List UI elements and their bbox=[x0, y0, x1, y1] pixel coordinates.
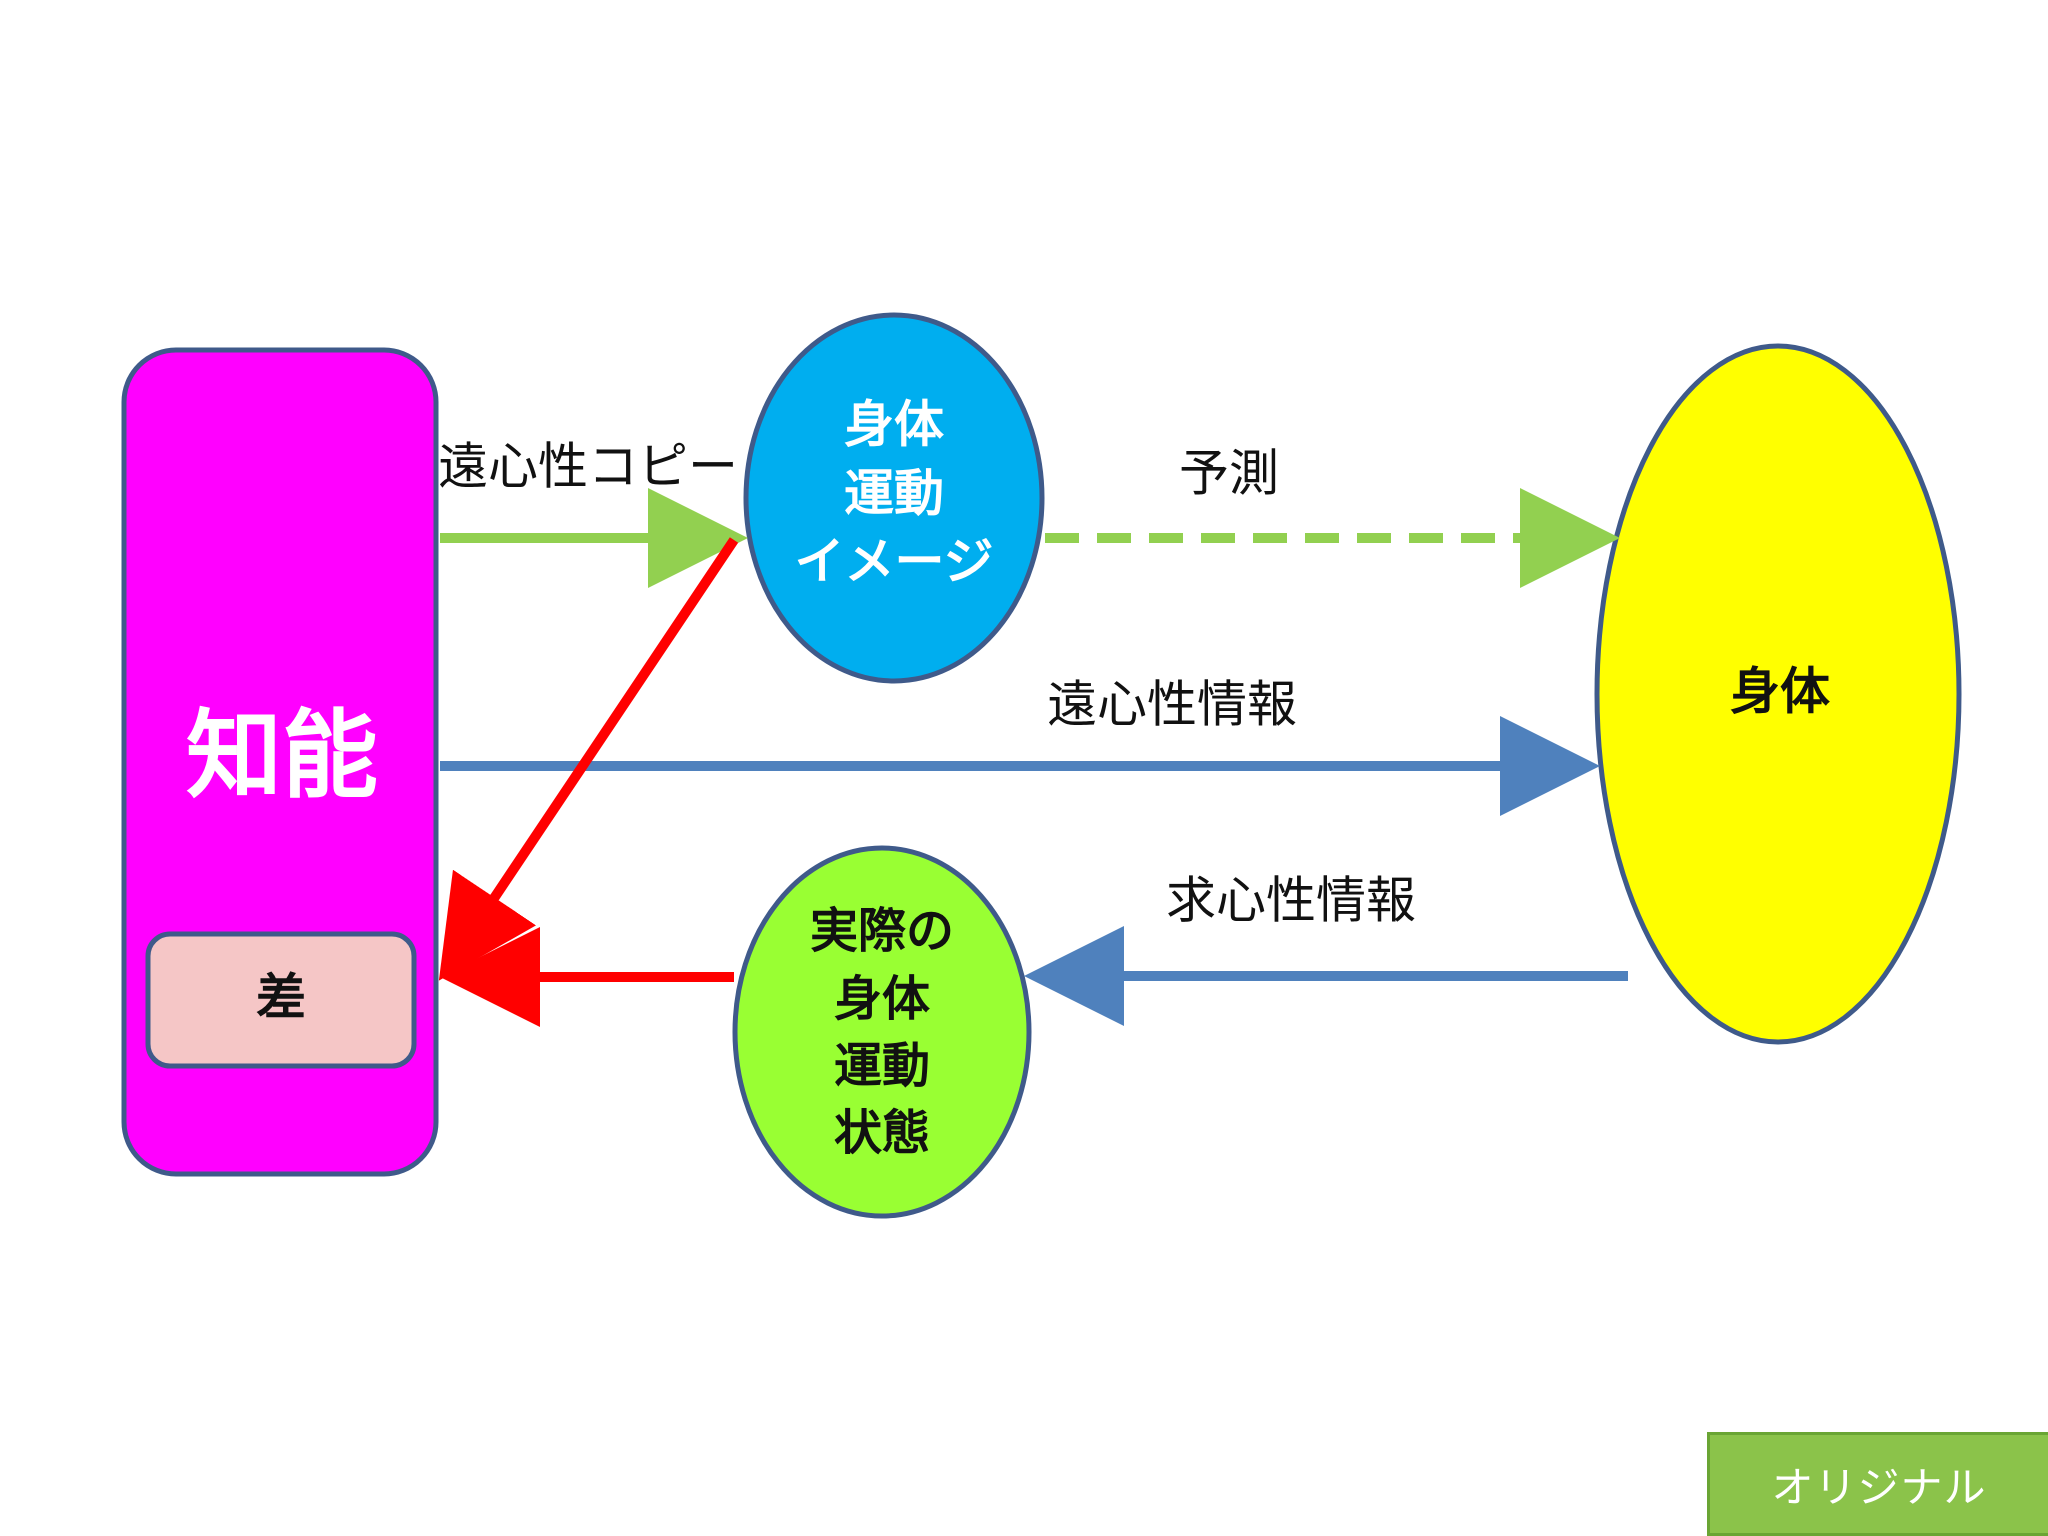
motor-image-label-line-1: 身体 bbox=[844, 396, 944, 454]
motor-image-to-difference-arrow bbox=[438, 537, 739, 981]
original-tag[interactable]: オリジナル bbox=[1707, 1432, 2048, 1536]
actual-state-label-line-3: 運動 bbox=[834, 1038, 930, 1094]
prediction-label: 予測 bbox=[1179, 445, 1279, 503]
motor-image-label-line-3: イメージ bbox=[795, 533, 994, 591]
efferent-info-label: 遠心性情報 bbox=[1047, 676, 1297, 734]
efference-copy-label: 遠心性コピー bbox=[438, 438, 738, 496]
actual-state-label-line-2: 身体 bbox=[834, 971, 930, 1027]
actual-state-node bbox=[732, 845, 1032, 1219]
actual-state-label-line-1: 実際の bbox=[810, 903, 954, 959]
afferent-info-label: 求心性情報 bbox=[1166, 872, 1416, 930]
actual-state-label-line-4: 状態 bbox=[834, 1105, 930, 1161]
body-label: 身体 bbox=[1730, 663, 1830, 721]
intelligence-label: 知能 bbox=[186, 699, 378, 811]
difference-label: 差 bbox=[256, 969, 306, 1027]
body-node bbox=[1594, 343, 1962, 1045]
difference-node bbox=[145, 931, 417, 1069]
motor-image-label-line-2: 運動 bbox=[844, 465, 944, 523]
